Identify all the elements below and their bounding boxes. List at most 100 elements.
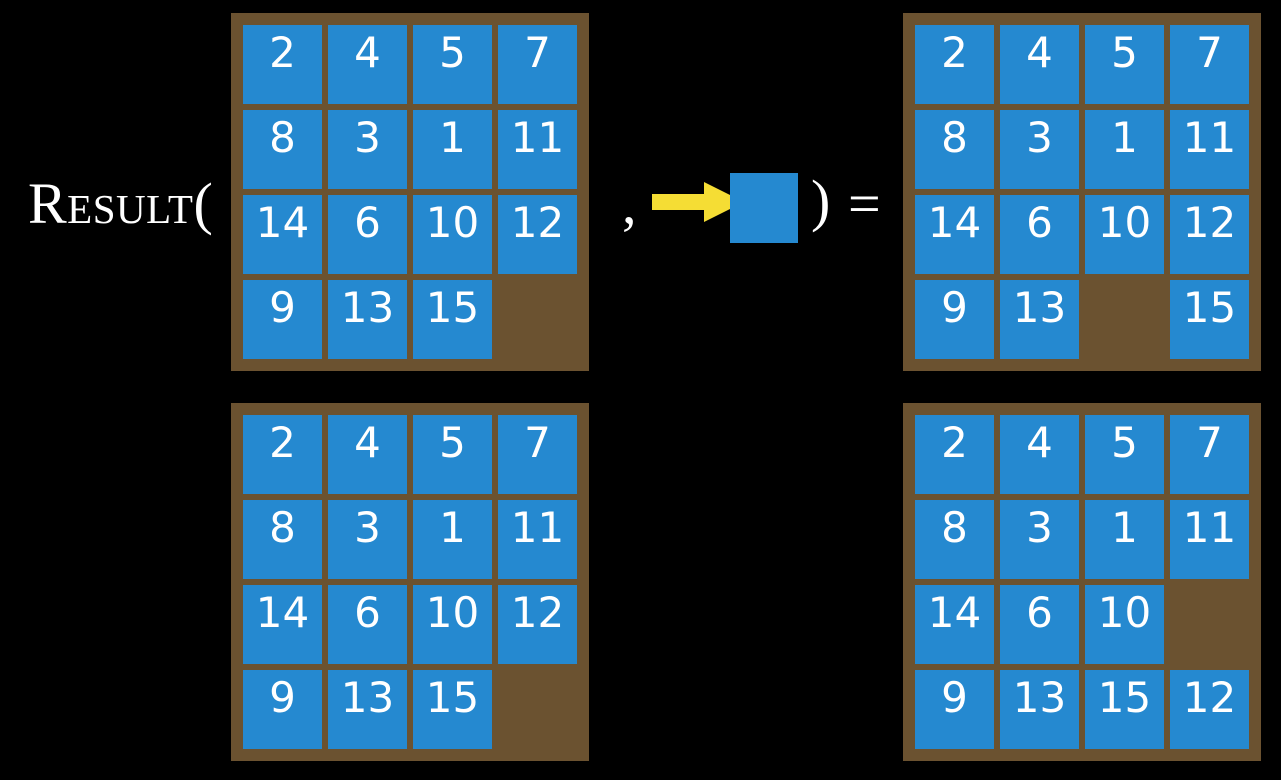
puzzle-tile[interactable]: 7	[498, 415, 577, 494]
puzzle-tile[interactable]: 15	[413, 670, 492, 749]
puzzle-tile[interactable]: 5	[413, 415, 492, 494]
puzzle-tile[interactable]: 15	[1170, 280, 1249, 359]
puzzle-tile[interactable]: 12	[498, 195, 577, 274]
puzzle-tile-number: 15	[425, 283, 480, 332]
puzzle-tile-number: 12	[1182, 673, 1237, 722]
puzzle-tile[interactable]: 8	[915, 500, 994, 579]
puzzle-tile-number: 10	[425, 198, 480, 247]
puzzle-tile-number: 5	[1111, 28, 1138, 77]
puzzle-tile[interactable]: 10	[1085, 195, 1164, 274]
puzzle-tile-number: 13	[340, 673, 395, 722]
puzzle-tile-number: 3	[354, 113, 381, 162]
puzzle-tile[interactable]: 14	[915, 585, 994, 664]
puzzle-tile[interactable]: 1	[413, 500, 492, 579]
puzzle-tile-number: 2	[941, 28, 968, 77]
puzzle-tile[interactable]: 5	[1085, 25, 1164, 104]
puzzle-tile[interactable]: 2	[915, 415, 994, 494]
puzzle-tile[interactable]: 4	[1000, 415, 1079, 494]
result-function-label: Result(	[28, 171, 214, 236]
puzzle-tile-number: 15	[1182, 283, 1237, 332]
puzzle-tile[interactable]: 13	[328, 280, 407, 359]
puzzle-tile-number: 9	[269, 283, 296, 332]
puzzle-tile[interactable]: 11	[1170, 500, 1249, 579]
puzzle-tile[interactable]: 11	[498, 500, 577, 579]
puzzle-tile[interactable]: 2	[243, 25, 322, 104]
puzzle-tile-number: 1	[1111, 503, 1138, 552]
puzzle-tile-number: 10	[1097, 198, 1152, 247]
puzzle-tile[interactable]: 9	[243, 280, 322, 359]
puzzle-tile[interactable]: 3	[328, 110, 407, 189]
puzzle-tile[interactable]: 11	[498, 110, 577, 189]
puzzle-tile[interactable]: 1	[413, 110, 492, 189]
puzzle-tile[interactable]: 3	[1000, 500, 1079, 579]
puzzle-tile-number: 2	[269, 28, 296, 77]
puzzle-tile[interactable]: 4	[1000, 25, 1079, 104]
puzzle-tile-number: 11	[1182, 503, 1237, 552]
puzzle-tile[interactable]: 2	[915, 25, 994, 104]
puzzle-tile[interactable]: 15	[1085, 670, 1164, 749]
puzzle-tile-number: 14	[927, 198, 982, 247]
puzzle-tile[interactable]: 7	[498, 25, 577, 104]
puzzle-tile[interactable]: 12	[1170, 195, 1249, 274]
puzzle-tile[interactable]: 10	[1085, 585, 1164, 664]
puzzle-tile[interactable]: 3	[1000, 110, 1079, 189]
arrow-right-icon	[652, 182, 744, 222]
puzzle-tile[interactable]: 10	[413, 195, 492, 274]
puzzle-tile[interactable]: 9	[243, 670, 322, 749]
puzzle-tile[interactable]: 7	[1170, 25, 1249, 104]
puzzle-tile-number: 9	[941, 283, 968, 332]
puzzle-tile[interactable]: 12	[498, 585, 577, 664]
puzzle-tile-number: 1	[1111, 113, 1138, 162]
puzzle-tile-number: 6	[354, 198, 381, 247]
puzzle-tile-number: 7	[1196, 418, 1223, 467]
puzzle-tile[interactable]: 7	[1170, 415, 1249, 494]
puzzle-tile[interactable]: 1	[1085, 110, 1164, 189]
operand-tile	[730, 173, 798, 243]
puzzle-tile-number: 9	[269, 673, 296, 722]
puzzle-tile[interactable]: 5	[413, 25, 492, 104]
puzzle-tile-number: 4	[1026, 28, 1053, 77]
puzzle-tile[interactable]: 4	[328, 25, 407, 104]
puzzle-tile[interactable]: 13	[1000, 670, 1079, 749]
operand-area: , ) =	[600, 0, 903, 392]
puzzle-tile-number: 11	[510, 113, 565, 162]
puzzle-tile-number: 9	[941, 673, 968, 722]
puzzle-tile-number: 7	[524, 28, 551, 77]
puzzle-tile-number: 5	[439, 418, 466, 467]
puzzle-tile[interactable]: 6	[1000, 585, 1079, 664]
puzzle-tile-number: 3	[354, 503, 381, 552]
puzzle-tile-number: 15	[425, 673, 480, 722]
puzzle-tile[interactable]: 2	[243, 415, 322, 494]
puzzle-tile[interactable]: 4	[328, 415, 407, 494]
puzzle-tile[interactable]: 8	[243, 110, 322, 189]
closing-paren: )	[811, 168, 831, 233]
puzzle-tile[interactable]: 6	[328, 585, 407, 664]
puzzle-tile[interactable]: 14	[915, 195, 994, 274]
puzzle-tile-number: 13	[1012, 673, 1067, 722]
puzzle-tile[interactable]: 1	[1085, 500, 1164, 579]
puzzle-tile[interactable]: 8	[915, 110, 994, 189]
puzzle-tile[interactable]: 15	[413, 280, 492, 359]
puzzle-tile-number: 3	[1026, 503, 1053, 552]
puzzle-tile[interactable]: 9	[915, 280, 994, 359]
puzzle-tile[interactable]: 8	[243, 500, 322, 579]
puzzle-tile[interactable]: 12	[1170, 670, 1249, 749]
puzzle-tile[interactable]: 6	[1000, 195, 1079, 274]
puzzle-tile[interactable]: 10	[413, 585, 492, 664]
puzzle-tile[interactable]: 13	[1000, 280, 1079, 359]
puzzle-tile[interactable]: 13	[328, 670, 407, 749]
puzzle-tile-number: 11	[1182, 113, 1237, 162]
puzzle-tile[interactable]: 14	[243, 585, 322, 664]
puzzle-tile[interactable]: 14	[243, 195, 322, 274]
puzzle-tile[interactable]: 6	[328, 195, 407, 274]
puzzle-tile[interactable]: 11	[1170, 110, 1249, 189]
puzzle-tile[interactable]: 3	[328, 500, 407, 579]
puzzle-tile-number: 13	[340, 283, 395, 332]
puzzle-tile-number: 8	[269, 113, 296, 162]
puzzle-tile[interactable]: 9	[915, 670, 994, 749]
puzzle-tile[interactable]: 5	[1085, 415, 1164, 494]
puzzle-tile-number: 14	[255, 588, 310, 637]
